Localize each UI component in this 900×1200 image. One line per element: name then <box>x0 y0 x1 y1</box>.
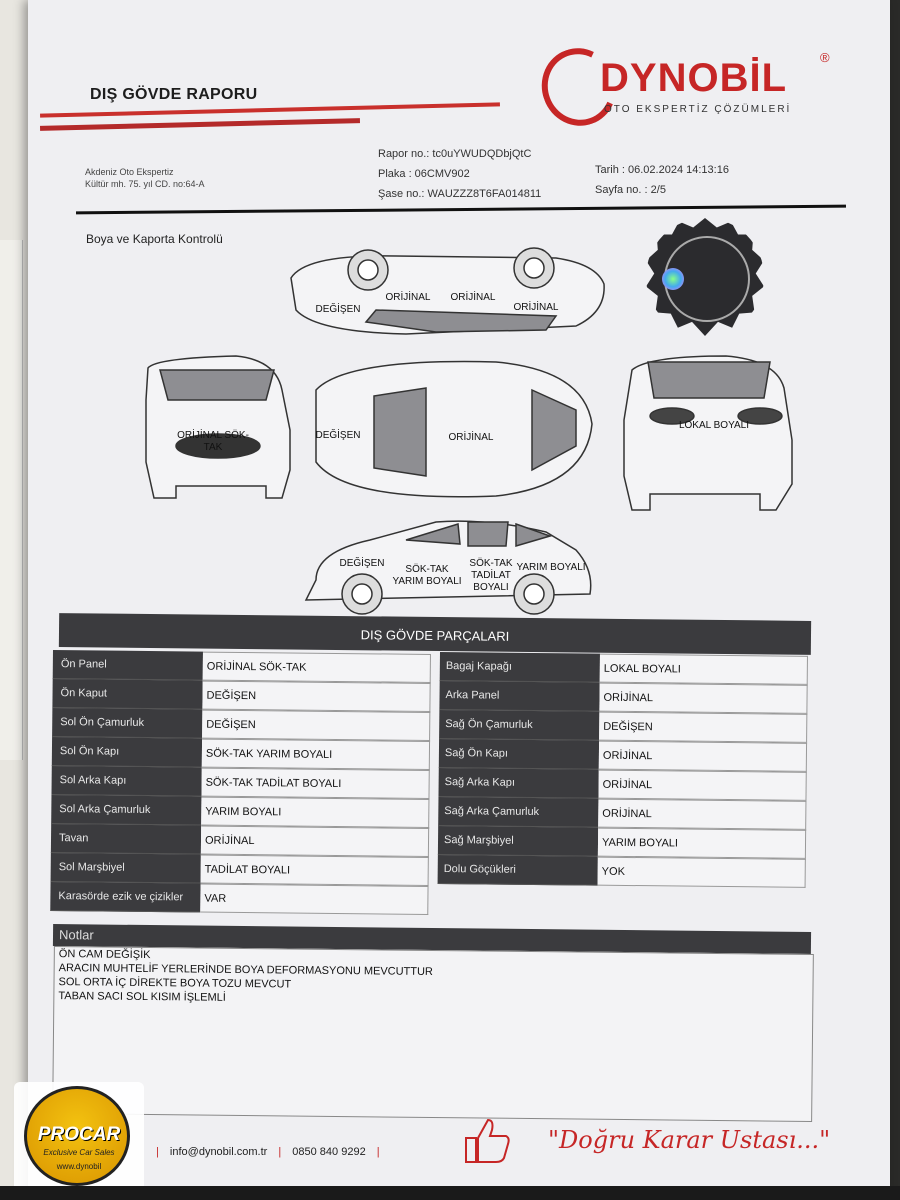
label-side-front-door: SÖK-TAK YARIM BOYALI <box>392 564 462 587</box>
part-status: YARIM BOYALI <box>201 796 430 828</box>
notes-box: ÖN CAM DEĞİŞİK ARACIN MUHTELİF YERLERİND… <box>52 946 814 1122</box>
title-underline-thick <box>39 118 361 131</box>
chassis-number: Şase no.: WAUZZZ8T6FA014811 <box>378 188 542 200</box>
part-name: Sol Arka Çamurluk <box>51 794 202 826</box>
label-side-rear: YARIM BOYALI <box>516 562 586 573</box>
label-side-front: DEĞİŞEN <box>339 558 385 569</box>
part-name: Sağ Arka Çamurluk <box>438 796 599 828</box>
label-rear: LOKAL BOYALI <box>678 420 750 431</box>
part-status: ORİJİNAL <box>598 740 808 772</box>
part-name: Karasörde ezik ve çizikler <box>50 881 201 913</box>
report-title: DIŞ GÖVDE RAPORU <box>90 86 258 103</box>
page-number: Sayfa no. : 2/5 <box>595 184 666 196</box>
part-status: ORİJİNAL <box>599 682 808 714</box>
part-status: ORİJİNAL SÖK-TAK <box>202 651 431 683</box>
part-name: Sol Marşbiyel <box>50 852 201 884</box>
part-name: Sağ Arka Kapı <box>438 767 599 799</box>
part-status: YARIM BOYALI <box>597 827 807 859</box>
part-status: ORİJİNAL <box>598 798 807 830</box>
part-status: DEĞİŞEN <box>202 709 431 741</box>
part-name: Sağ Ön Çamurluk <box>439 709 600 741</box>
part-status: SÖK-TAK YARIM BOYALI <box>201 738 431 770</box>
logo-name: DYNOBİL <box>600 56 787 100</box>
label-side-rear-door: SÖK-TAK TADİLAT BOYALI <box>469 558 513 593</box>
report-date: Tarih : 06.02.2024 14:13:16 <box>595 164 729 176</box>
car-body-diagram: DEĞİŞEN ORİJİNAL ORİJİNAL ORİJİNAL ORİJİ… <box>76 240 836 620</box>
part-status: DEĞİŞEN <box>599 711 808 743</box>
part-name: Bagaj Kapağı <box>439 652 600 683</box>
label-top-left-door: DEĞİŞEN <box>315 304 361 315</box>
label-top-orijinal-2: ORİJİNAL <box>450 292 496 303</box>
part-name: Sağ Ön Kapı <box>438 738 600 770</box>
thumbs-up-icon <box>465 1118 510 1163</box>
procar-badge-icon <box>24 1086 130 1186</box>
title-underline-thin <box>40 102 500 118</box>
logo-tagline: OTO EKSPERTİZ ÇÖZÜMLERİ <box>604 104 792 115</box>
parts-table-title: DIŞ GÖVDE PARÇALARI <box>58 613 812 655</box>
car-outline-drawings <box>145 247 793 615</box>
section-title: Boya ve Kaporta Kontrolü <box>86 232 223 246</box>
part-name: Dolu Göçükleri <box>437 854 598 886</box>
dynobil-logo: DYNOBİL ® OTO EKSPERTİZ ÇÖZÜMLERİ <box>530 37 840 137</box>
procar-tagline: Exclusive Car Sales <box>43 1148 115 1157</box>
part-name: Sol Arka Kapı <box>51 765 202 797</box>
hologram-sticker-icon <box>662 268 684 290</box>
part-name: Sol Ön Çamurluk <box>52 707 203 739</box>
label-top-orijinal-3: ORİJİNAL <box>513 302 559 313</box>
part-name: Ön Panel <box>52 650 203 681</box>
part-status: DEĞİŞEN <box>202 680 431 712</box>
procar-watermark-logo: PROCAR Exclusive Car Sales www.dynobil <box>14 1082 144 1192</box>
part-status: ORİJİNAL <box>200 825 430 857</box>
part-status: SÖK-TAK TADİLAT BOYALI <box>201 767 430 799</box>
footer-contact: | info@dynobil.com.tr | 0850 840 9292 | <box>148 1146 388 1158</box>
footer-separator: | <box>278 1146 282 1158</box>
footer-email: info@dynobil.com.tr <box>169 1146 268 1158</box>
part-name: Arka Panel <box>439 680 600 712</box>
company-name: Akdeniz Oto Ekspertiz <box>85 167 174 177</box>
logo-registered-mark: ® <box>820 50 830 65</box>
footer-separator: | <box>156 1146 159 1158</box>
header-divider <box>76 204 846 215</box>
underlying-sheet <box>0 240 23 760</box>
part-name: Sağ Marşbiyel <box>437 825 599 857</box>
procar-brand: PROCAR <box>37 1124 121 1145</box>
part-status: LOKAL BOYALI <box>599 653 808 685</box>
report-sheet: DIŞ GÖVDE RAPORU DYNOBİL ® OTO EKSPERTİZ… <box>28 0 890 1200</box>
label-roof-left: DEĞİŞEN <box>315 430 361 441</box>
part-name: Tavan <box>50 823 202 855</box>
footer-phone: 0850 840 9292 <box>292 1146 366 1158</box>
company-address: Kültür mh. 75. yıl CD. no:64-A <box>85 179 205 189</box>
bottom-social-strip <box>0 1186 900 1200</box>
label-roof: ORİJİNAL <box>448 432 494 443</box>
label-front: ORİJİNAL SÖK-TAK <box>177 430 249 453</box>
footer-separator: | <box>376 1146 380 1158</box>
report-number: Rapor no.: tc0uYWUDQDbjQtC <box>378 148 532 160</box>
part-status: ORİJİNAL <box>598 769 807 801</box>
label-top-orijinal-1: ORİJİNAL <box>385 292 431 303</box>
footer-slogan: "Doğru Karar Ustası..." <box>548 1126 831 1154</box>
company-info: Akdeniz Oto Ekspertiz Kültür mh. 75. yıl… <box>85 166 205 190</box>
procar-web: www.dynobil <box>56 1162 102 1171</box>
plate-number: Plaka : 06CMV902 <box>378 168 470 180</box>
part-name: Ön Kaput <box>52 678 203 710</box>
part-status: YOK <box>597 856 806 888</box>
part-name: Sol Ön Kapı <box>51 736 203 768</box>
part-status: TADİLAT BOYALI <box>200 854 429 886</box>
part-status: VAR <box>200 883 429 915</box>
